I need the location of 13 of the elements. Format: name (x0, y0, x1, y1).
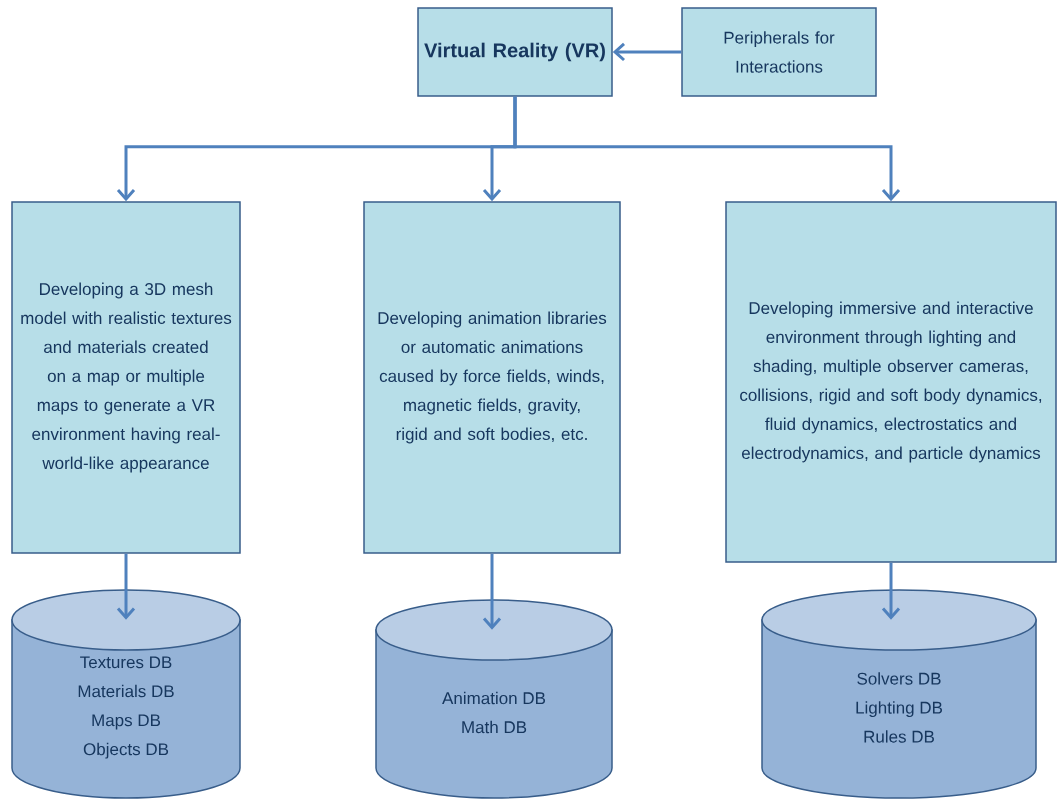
process-box: Peripherals for Interactions (681, 7, 877, 97)
arrow (116, 553, 136, 620)
database-cylinder: Animation DB Math DB (375, 599, 613, 799)
arrow (612, 42, 682, 62)
database-cylinder: Textures DB Materials DB Maps DB Objects DB (11, 589, 241, 799)
process-box: Developing animation libraries or automatic animations caused by force fields, winds, magnetic fields, gravity, rigid and soft bodies, etc. (363, 201, 621, 554)
arrow (881, 562, 901, 620)
database-cylinder: Solvers DB Lighting DB Rules DB (761, 589, 1037, 799)
arrow (482, 553, 502, 630)
process-box: Virtual Reality (VR) (417, 7, 613, 97)
process-box: Developing immersive and interactive environment through lighting and shading, multiple observer cameras, collisions, rigid and soft body dynamics, fluid dynamics, electrostatics and electrodynamics, and particle dynamics (725, 201, 1057, 563)
arrow (513, 96, 901, 202)
process-box: Developing a 3D mesh model with realistic textures and materials created on a map or multiple maps to generate a VR environment having real-world-like appearance (11, 201, 241, 554)
